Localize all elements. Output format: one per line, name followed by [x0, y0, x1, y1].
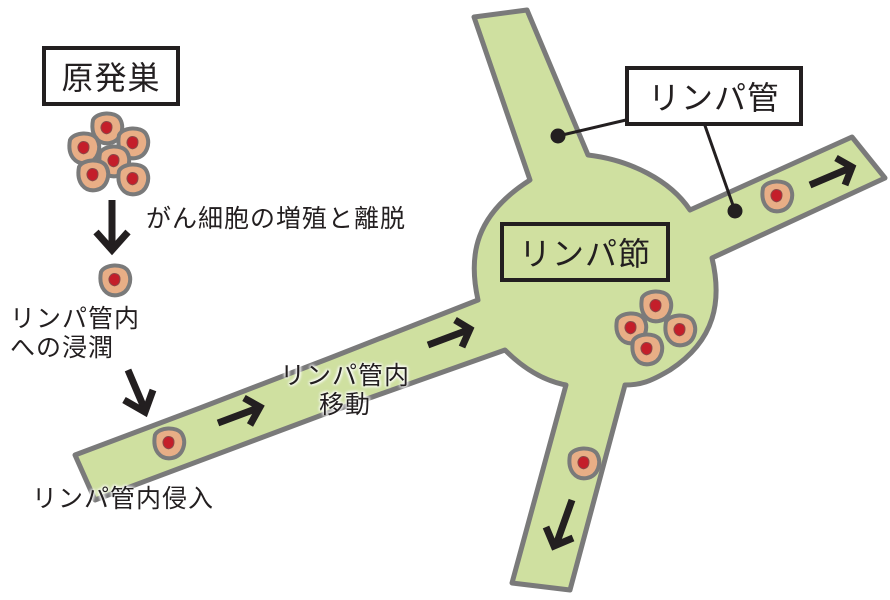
arrow-down-1	[93, 200, 131, 256]
flow-arrows	[93, 154, 857, 551]
migration-label-line2: 移動	[319, 389, 372, 419]
proliferation-label: がん細胞の増殖と離脱	[146, 204, 407, 233]
lymph-node-label-box: リンパ節	[500, 222, 670, 282]
infiltration-label-line2: への浸潤	[10, 332, 115, 362]
migration-label: リンパ管内 移動	[280, 361, 411, 420]
invasion-label: リンパ管内侵入	[32, 484, 215, 513]
arrow-right-1	[216, 394, 265, 427]
lymph-vessel-network	[72, 7, 888, 593]
primary-tumor-label-box: 原発巣	[42, 46, 180, 106]
lymph-vessel-label-box: リンパ管	[625, 66, 803, 126]
lymph-vessel-label: リンパ管	[647, 79, 780, 117]
arrow-down-2	[122, 368, 157, 418]
infiltration-label: リンパ管内 への浸潤	[10, 304, 141, 363]
lymph-system	[72, 7, 888, 593]
lymph-vessel-pointers	[550, 118, 743, 219]
arrow-down-3	[542, 498, 576, 551]
lymph-node-label: リンパ節	[518, 235, 651, 273]
migration-label-line1: リンパ管内	[280, 361, 411, 390]
detached-cell	[98, 263, 133, 298]
primary-tumor-label: 原発巣	[61, 59, 161, 97]
primary-tumor-cells	[67, 111, 151, 197]
arrow-right-3	[808, 154, 857, 189]
arrow-right-2	[426, 316, 475, 349]
infiltration-label-line1: リンパ管内	[10, 304, 141, 333]
